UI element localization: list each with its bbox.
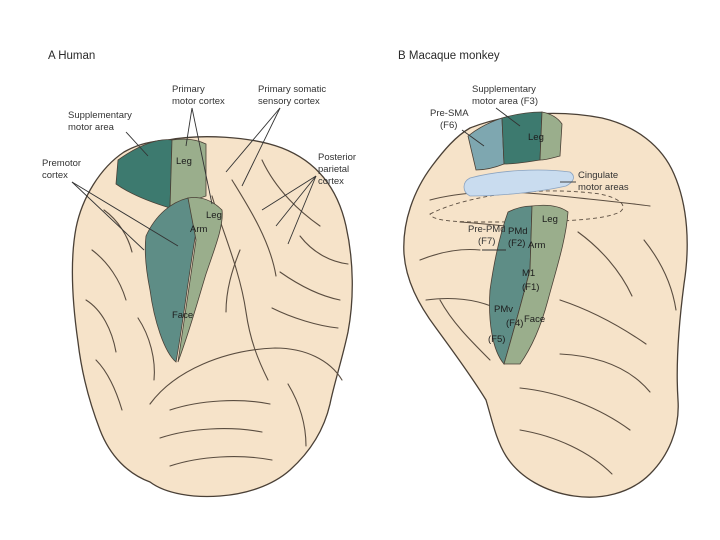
- human-arm-label: Arm: [190, 224, 208, 235]
- human-posterior-parietal-label: Posterior parietal cortex: [318, 152, 359, 187]
- human-premotor-label: Premotor cortex: [42, 158, 84, 181]
- human-sma-label: Supplementary motor area: [68, 110, 135, 133]
- monkey-f5-label: (F5): [488, 334, 505, 345]
- human-face-label: Face: [172, 310, 193, 321]
- monkey-pre-sma-label: Pre-SMA (F6): [430, 108, 471, 131]
- monkey-arm-label: Arm: [528, 240, 546, 251]
- monkey-cingulate-region: [463, 169, 574, 197]
- human-leader-lines: [71, 107, 317, 251]
- monkey-m1-label: M1 (F1): [522, 268, 539, 293]
- human-premotor-region: [144, 197, 197, 363]
- monkey-cingulate-label: Cingulate motor areas: [578, 170, 629, 193]
- monkey-leg-label: Leg: [542, 214, 558, 225]
- monkey-leader-lines: [461, 107, 576, 251]
- monkey-pmv-label: PMv (F4): [494, 304, 523, 329]
- human-leg-label: Leg: [206, 210, 222, 221]
- human-sulci: [85, 159, 349, 467]
- monkey-panel: B Macaque monkey Leg Leg PM: [398, 50, 688, 498]
- human-panel: A Human Leg: [42, 50, 359, 498]
- monkey-panel-title: B Macaque monkey: [398, 50, 500, 62]
- monkey-pmd-label: PMd (F2): [508, 226, 530, 249]
- human-motor-strip-region: [177, 197, 223, 363]
- monkey-m1-region: [503, 204, 569, 365]
- monkey-face-label: Face: [524, 314, 545, 325]
- human-brain-outline: [71, 136, 353, 498]
- monkey-sma-label: Supplementary motor area (F3): [472, 84, 539, 107]
- human-leg-top-label: Leg: [176, 156, 192, 167]
- monkey-motor-leg-top-region: [539, 111, 563, 161]
- human-temporal-lobe: [149, 347, 343, 405]
- human-primary-motor-label: Primary motor cortex: [172, 84, 225, 107]
- human-primary-sensory-label: Primary somatic sensory cortex: [258, 84, 329, 107]
- human-panel-title: A Human: [48, 50, 95, 62]
- monkey-pre-pmd-label: Pre-PMd (F7): [468, 224, 508, 247]
- monkey-leg-top-label: Leg: [528, 132, 544, 143]
